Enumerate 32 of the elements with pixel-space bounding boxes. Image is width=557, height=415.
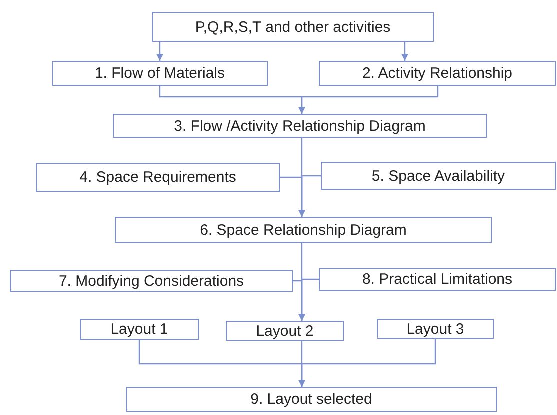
box-label: 8. Practical Limitations [362,271,513,288]
box-label: 2. Activity Relationship [362,65,513,82]
process-box [115,217,492,243]
box-label: P,Q,R,S,T and other activities [195,18,391,36]
process-box [10,270,293,292]
box-label: 1. Flow of Materials [94,65,226,82]
process-box [319,268,556,291]
arrow [298,278,319,321]
arrow [401,42,409,61]
box-label: 6. Space Relationship Diagram [200,222,407,238]
process-box [377,319,494,339]
arrow [298,175,321,217]
process-box [36,163,280,192]
process-box [226,321,344,341]
arrow [298,86,439,114]
box-label: Layout 2 [256,322,314,340]
arrow [156,42,164,61]
process-box [321,162,556,190]
process-box [113,114,487,138]
box-label: 7. Modifying Considerations [58,272,244,290]
process-box [126,387,497,412]
process-box [152,12,434,42]
arrow [298,339,436,387]
process-box [319,61,556,86]
process-box [52,61,268,86]
box-label: 5. Space Availability [372,168,506,184]
box-label: Layout 3 [406,320,464,338]
box-label: Layout 1 [110,321,168,338]
process-box [80,319,199,340]
box-label: 3. Flow /Activity Relationship Diagram [174,118,426,134]
box-label: 4. Space Requirements [80,169,236,186]
box-label: 9. Layout selected [250,391,372,408]
